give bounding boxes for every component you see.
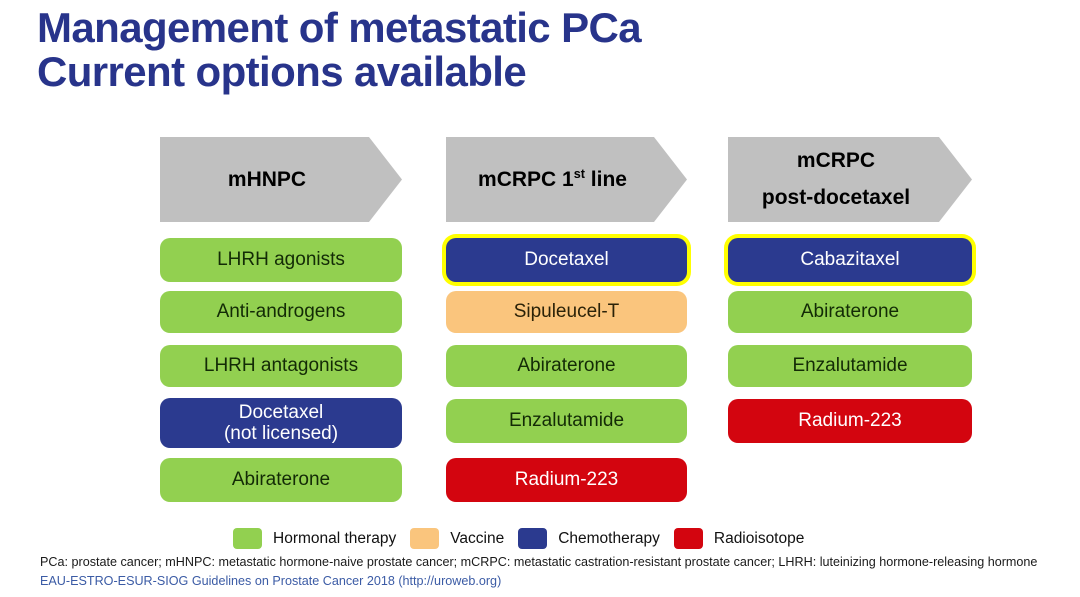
chemotherapy-swatch-icon — [518, 528, 548, 549]
slide-title-line2: Current options available — [37, 48, 527, 96]
treatment-box: LHRH antagonists — [160, 345, 402, 387]
treatment-label: Cabazitaxel — [800, 249, 900, 271]
treatment-box: Cabazitaxel — [728, 238, 972, 282]
stage-arrow-mhnpc: mHNPC — [160, 137, 402, 222]
vaccine-swatch-icon — [410, 528, 440, 549]
treatment-label: LHRH antagonists — [203, 355, 359, 377]
treatment-label: Abiraterone — [231, 469, 331, 491]
treatment-box: Radium-223 — [446, 458, 687, 502]
treatment-label: Radium-223 — [514, 469, 619, 491]
treatment-box: Sipuleucel-T — [446, 291, 687, 333]
treatment-box: Docetaxel (not licensed) — [160, 398, 402, 448]
source-reference-link: EAU-ESTRO-ESUR-SIOG Guidelines on Prosta… — [40, 574, 502, 588]
treatment-box: Docetaxel — [446, 238, 687, 282]
stage-arrow-mcrpc-1st-line: mCRPC 1st line — [446, 137, 687, 222]
stage-column-mhnpc: mHNPC LHRH agonists Anti-androgens LHRH … — [160, 137, 402, 512]
stage-arrow-label: mHNPC — [227, 167, 307, 191]
treatment-label: Abiraterone — [517, 355, 616, 377]
treatment-box: Enzalutamide — [446, 399, 687, 443]
slide-title: Management of metastatic PCa Current opt… — [37, 4, 642, 96]
treatment-box: LHRH agonists — [160, 238, 402, 282]
treatment-label: Anti-androgens — [216, 301, 346, 323]
hormonal-therapy-swatch-icon — [233, 528, 262, 549]
stage-arrow-label-line1: mCRPC — [796, 148, 876, 172]
legend-label: Vaccine — [450, 529, 505, 547]
legend: Hormonal therapy Vaccine Chemotherapy Ra… — [233, 528, 804, 549]
treatment-box: Radium-223 — [728, 399, 972, 443]
treatment-box: Abiraterone — [160, 458, 402, 502]
treatment-box: Abiraterone — [728, 291, 972, 333]
treatment-box: Abiraterone — [446, 345, 687, 387]
legend-item-radioisotope: Radioisotope — [673, 528, 805, 549]
treatment-label: Enzalutamide — [508, 410, 625, 432]
stage-column-mcrpc-1st-line: mCRPC 1st line Docetaxel Sipuleucel-T Ab… — [446, 137, 687, 512]
legend-label: Chemotherapy — [558, 529, 660, 547]
stage-arrow-label-line2: post-docetaxel — [761, 185, 911, 209]
legend-label: Hormonal therapy — [273, 529, 397, 547]
treatment-label-sub: (not licensed) — [223, 423, 339, 444]
treatment-label: Docetaxel — [238, 401, 324, 423]
legend-label: Radioisotope — [713, 529, 805, 547]
stage-arrow-mcrpc-post-docetaxel: mCRPC post-docetaxel — [728, 137, 972, 222]
treatment-label: Radium-223 — [798, 410, 902, 432]
treatment-label: Abiraterone — [800, 301, 900, 323]
treatment-label: Enzalutamide — [792, 355, 908, 377]
slide-title-line1: Management of metastatic PCa — [37, 4, 642, 51]
legend-item-chemotherapy: Chemotherapy — [518, 528, 660, 549]
treatment-label: Docetaxel — [524, 249, 609, 271]
legend-item-vaccine: Vaccine — [410, 528, 504, 549]
treatment-box: Anti-androgens — [160, 291, 402, 333]
stage-column-mcrpc-post-docetaxel: mCRPC post-docetaxel Cabazitaxel Abirate… — [728, 137, 972, 512]
legend-item-hormonal-therapy: Hormonal therapy — [233, 528, 396, 549]
treatment-label: Sipuleucel-T — [513, 301, 620, 323]
treatment-label: LHRH agonists — [217, 249, 345, 271]
radioisotope-swatch-icon — [673, 528, 703, 549]
stage-arrow-label: mCRPC 1st line — [478, 166, 627, 191]
abbreviations-footnote: PCa: prostate cancer; mHNPC: metastatic … — [40, 555, 1038, 569]
treatment-box: Enzalutamide — [728, 345, 972, 387]
